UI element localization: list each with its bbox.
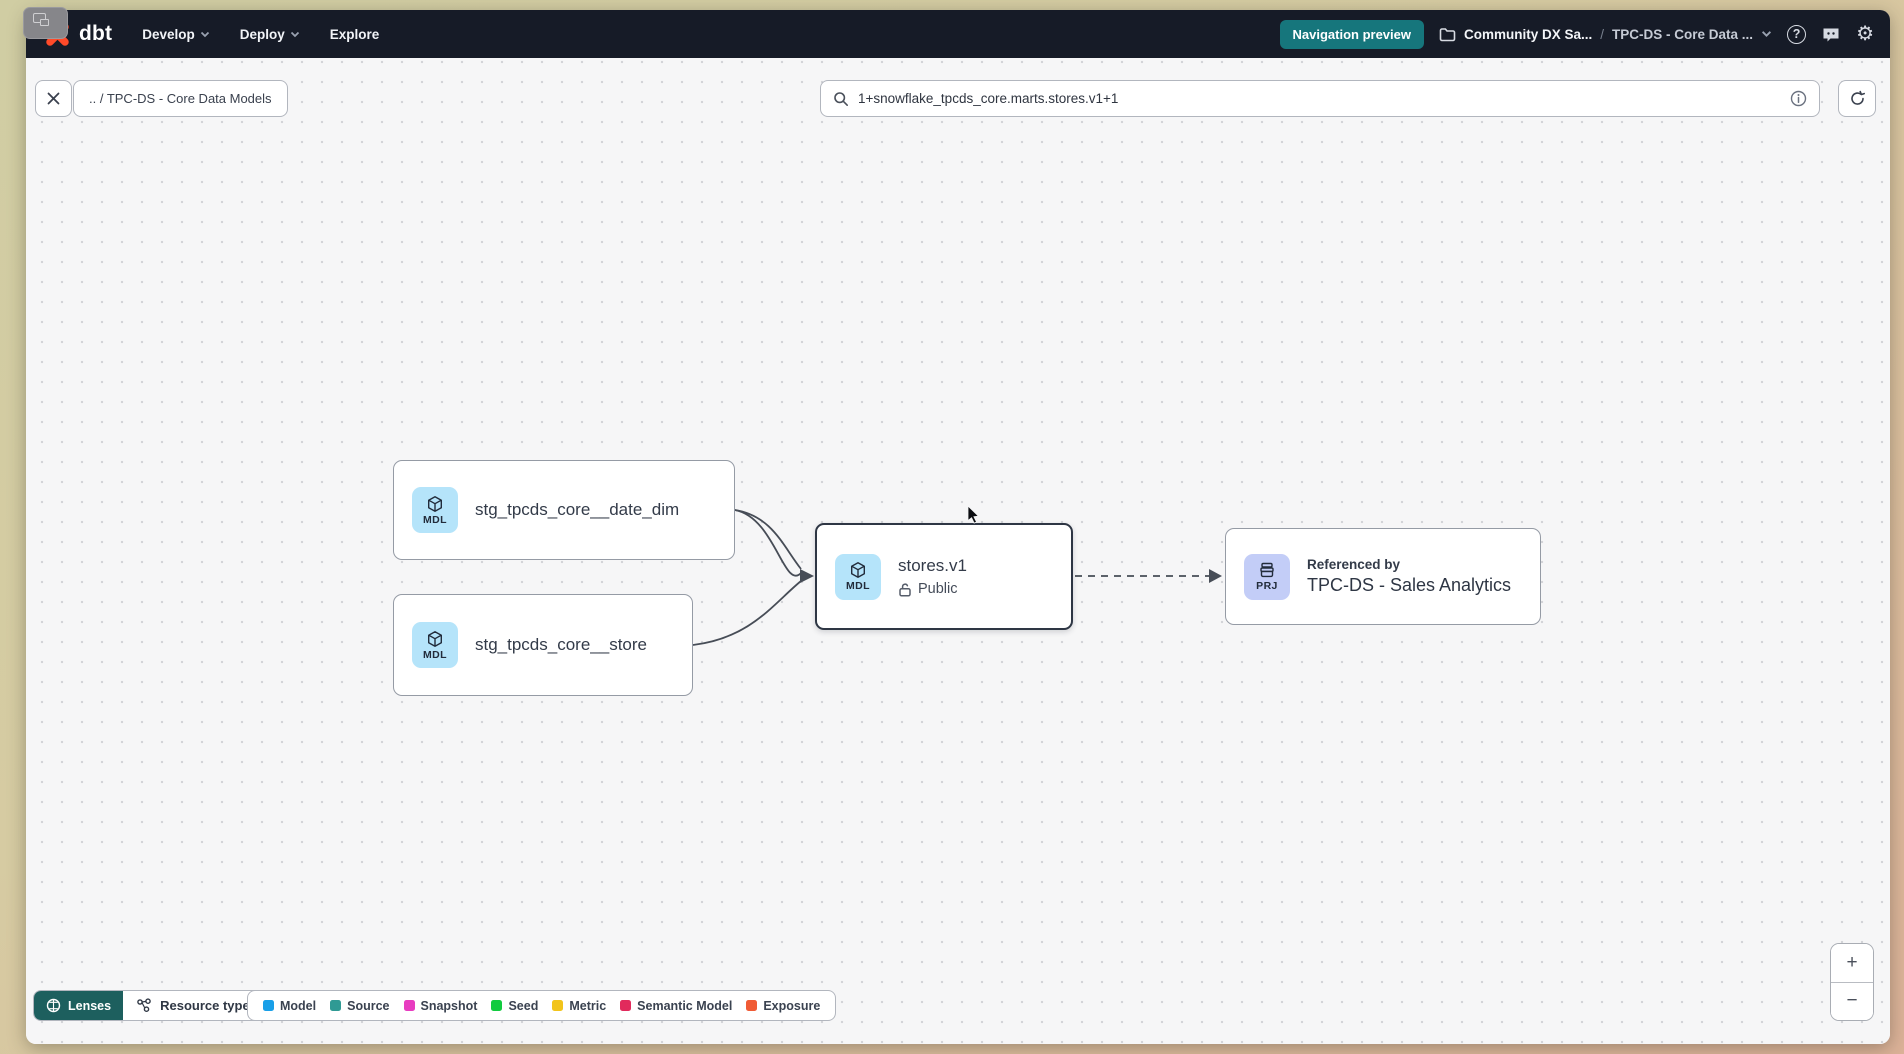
graph-node-stores-v1[interactable]: MDL stores.v1 Public [815, 523, 1073, 630]
project-name[interactable]: TPC-DS - Core Data ... [1612, 26, 1754, 42]
legend-label: Model [280, 998, 317, 1013]
resource-legend: Model Source Snapshot Seed Metric Semant… [247, 990, 837, 1021]
lens-icon [46, 998, 61, 1013]
legend-label: Exposure [763, 998, 821, 1013]
model-badge: MDL [835, 553, 881, 600]
feedback-button[interactable] [1821, 25, 1841, 44]
legend-swatch [330, 1000, 342, 1011]
model-badge: MDL [412, 487, 458, 533]
legend-label: Semantic Model [637, 998, 733, 1013]
gear-icon: ⚙ [1856, 23, 1874, 45]
legend-item-semantic-model: Semantic Model [620, 999, 732, 1013]
menu-develop[interactable]: Develop [142, 27, 210, 42]
archive-icon [1260, 562, 1274, 578]
model-badge: MDL [412, 622, 458, 668]
chevron-down-icon [290, 31, 299, 37]
menu-explore-label: Explore [329, 26, 380, 42]
legend-swatch [491, 1000, 503, 1011]
lenses-label: Lenses [68, 998, 112, 1013]
legend-swatch [620, 1000, 632, 1011]
feedback-icon [1823, 28, 1839, 41]
legend-swatch [403, 1000, 415, 1011]
legend-label: Seed [508, 998, 539, 1013]
graph-node-stg-tpcds-core-date-dim[interactable]: MDL stg_tpcds_core__date_dim [393, 460, 735, 560]
resource-type-label: Resource type [160, 998, 250, 1013]
nav-menu: Develop Deploy Explore [142, 27, 379, 42]
top-navbar: dbt Develop Deploy Explore Navigation pr… [26, 10, 1890, 58]
node-access-label: Public [918, 581, 958, 597]
node-access-row: Public [898, 581, 967, 597]
badge-label: PRJ [1256, 580, 1278, 592]
cube-icon [428, 495, 442, 512]
lenses-control-group: Lenses Resource type [33, 990, 283, 1021]
help-button[interactable]: ? [1787, 24, 1807, 44]
picture-in-picture-icon [33, 13, 49, 26]
account-breadcrumb: Community DX Sa... / TPC-DS - Core Data … [1439, 27, 1772, 42]
legend-label: Metric [569, 998, 607, 1013]
zoom-in-button[interactable]: + [1831, 944, 1873, 983]
legend-item-seed: Seed [491, 999, 538, 1013]
dbt-logo-text: dbt [79, 22, 113, 45]
navigation-preview-badge[interactable]: Navigation preview [1279, 19, 1424, 49]
menu-deploy[interactable]: Deploy [240, 27, 300, 42]
account-name[interactable]: Community DX Sa... [1463, 26, 1593, 42]
node-title: stg_tpcds_core__date_dim [475, 500, 680, 519]
refresh-icon [1850, 90, 1865, 105]
navbar-right: Navigation preview Community DX Sa... / … [1279, 19, 1874, 49]
settings-button[interactable]: ⚙ [1856, 24, 1874, 44]
close-lineage-button[interactable] [35, 80, 72, 117]
cube-icon [428, 630, 442, 647]
lineage-breadcrumb-chip[interactable]: .. / TPC-DS - Core Data Models [73, 80, 288, 117]
node-title: stores.v1 [898, 556, 967, 575]
lineage-search-bar [820, 80, 1820, 117]
selector-search-input[interactable] [858, 91, 1781, 106]
search-icon [834, 91, 848, 106]
help-icon: ? [1787, 24, 1807, 44]
badge-label: MDL [846, 580, 870, 592]
graph-node-stg-tpcds-core-store[interactable]: MDL stg_tpcds_core__store [393, 594, 693, 696]
chevron-down-icon[interactable] [1761, 30, 1772, 38]
node-text-block: stores.v1 Public [898, 556, 967, 597]
chevron-down-icon [200, 31, 209, 37]
legend-label: Snapshot [420, 998, 478, 1013]
legend-label: Source [347, 998, 390, 1013]
graph-node-referenced-by-project[interactable]: PRJ Referenced by TPC-DS - Sales Analyti… [1225, 528, 1541, 625]
legend-item-snapshot: Snapshot [403, 998, 478, 1013]
breadcrumb-separator: / [1600, 26, 1605, 42]
mouse-cursor [967, 505, 980, 524]
lineage-breadcrumb-label: .. / TPC-DS - Core Data Models [89, 91, 272, 106]
menu-develop-label: Develop [142, 26, 195, 42]
info-icon[interactable] [1790, 90, 1807, 107]
lenses-button[interactable]: Lenses [34, 991, 124, 1020]
menu-explore[interactable]: Explore [330, 27, 380, 42]
unlock-icon [899, 582, 911, 597]
refresh-lineage-button[interactable] [1838, 80, 1876, 117]
badge-label: MDL [423, 648, 447, 661]
edge-arrowhead [800, 569, 814, 583]
node-title: TPC-DS - Sales Analytics [1307, 575, 1512, 595]
legend-item-exposure: Exposure [746, 999, 820, 1013]
menu-deploy-label: Deploy [239, 26, 285, 42]
app-window: dbt Develop Deploy Explore Navigation pr… [26, 10, 1890, 1044]
node-title: stg_tpcds_core__store [475, 635, 647, 654]
screen-capture-tab-artifact [23, 7, 68, 39]
edge-arrowhead [1209, 569, 1222, 583]
node-text-block: Referenced by TPC-DS - Sales Analytics [1307, 557, 1511, 596]
legend-swatch [263, 1000, 274, 1011]
lineage-canvas[interactable]: .. / TPC-DS - Core Data Models [26, 58, 1890, 1044]
zoom-controls: + − [1830, 943, 1874, 1021]
close-icon [47, 92, 60, 105]
node-pretitle: Referenced by [1307, 557, 1401, 572]
cube-icon [851, 562, 865, 578]
legend-item-metric: Metric [552, 999, 606, 1013]
graph-nodes-icon [137, 998, 151, 1013]
legend-item-source: Source [330, 998, 390, 1013]
folder-icon [1439, 27, 1456, 41]
legend-swatch [746, 1000, 758, 1011]
zoom-out-button[interactable]: − [1831, 982, 1873, 1020]
badge-label: MDL [423, 513, 447, 526]
legend-item-model: Model [263, 999, 316, 1013]
legend-swatch [552, 1000, 564, 1011]
project-badge: PRJ [1244, 553, 1290, 600]
